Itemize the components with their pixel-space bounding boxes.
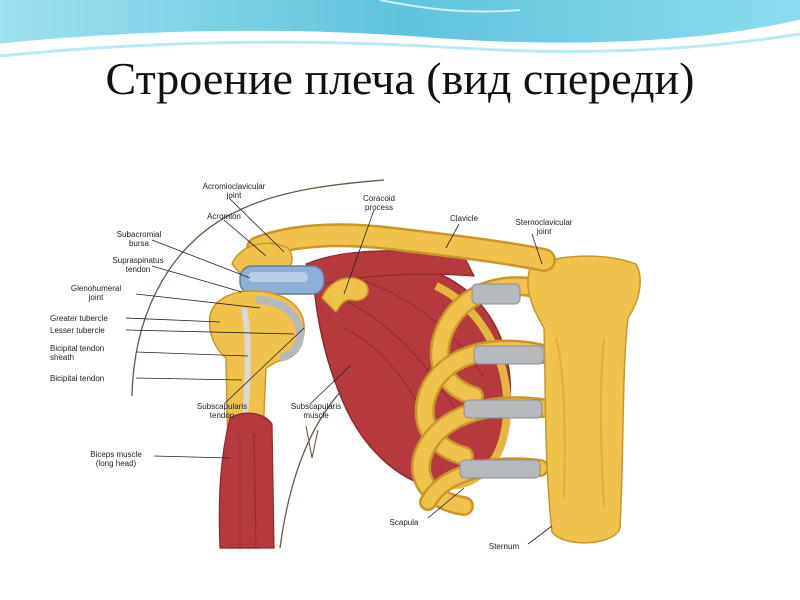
decorative-wave-header — [0, 0, 800, 58]
label-lesser-tubercle: Lesser tubercle — [50, 326, 105, 335]
label-sternoclavicular-joint: Sternoclavicular joint — [515, 218, 573, 236]
label-acromion: Acromion — [207, 212, 241, 221]
label-scapula: Scapula — [389, 518, 419, 527]
label-greater-tubercle: Greater tubercle — [50, 314, 108, 323]
label-subscapularis-muscle: Subscapularis muscle — [290, 402, 342, 420]
label-coracoid-process: Coracoid process — [362, 194, 395, 212]
label-subacromial-bursa: Subacromial bursa — [116, 230, 162, 248]
slide-title: Строение плеча (вид спереди) — [105, 53, 695, 104]
label-bicipital-tendon: Bicipital tendon — [50, 374, 105, 383]
shoulder-anatomy-diagram: Acromioclavicular joint Acromion Coracoi… — [44, 168, 656, 558]
label-bicipital-tendon-sheath: Bicipital tendon sheath — [50, 344, 105, 362]
label-clavicle: Clavicle — [449, 214, 478, 223]
label-sternum: Sternum — [488, 542, 520, 551]
shoulder-illustration — [125, 179, 641, 549]
label-glenohumeral-joint: Glenohumeral joint — [70, 284, 122, 302]
label-biceps-muscle: Biceps muscle (long head) — [90, 450, 142, 468]
label-supraspinatus-tendon: Supraspinatus tendon — [112, 256, 164, 274]
label-subscapularis-tendon: Subscapularis tendon — [196, 402, 248, 420]
label-acromioclavicular-joint: Acromioclavicular joint — [202, 182, 266, 200]
